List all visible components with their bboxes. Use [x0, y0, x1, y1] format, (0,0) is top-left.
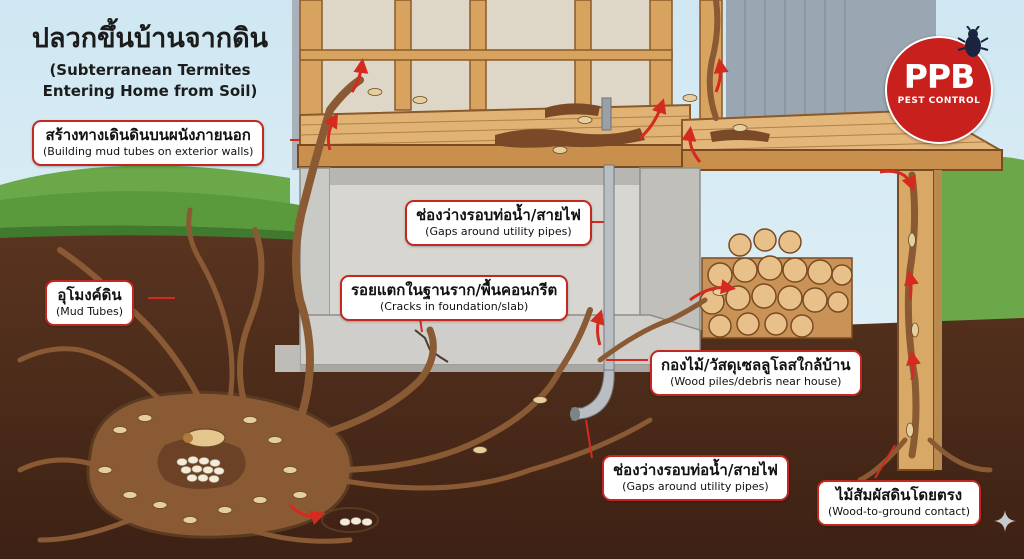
callout-english: (Wood piles/debris near house) [670, 375, 842, 388]
title-english-line1: (Subterranean Termites [49, 61, 251, 79]
callout-utility-gaps-top: ช่องว่างรอบท่อน้ำ/สายไฟ (Gaps around uti… [405, 200, 592, 246]
callout-cracks: รอยแตกในฐานราก/พื้นคอนกรีต (Cracks in fo… [340, 275, 569, 321]
callout-english: (Cracks in foundation/slab) [379, 300, 529, 313]
callout-mud-tubes: อุโมงค์ดิน (Mud Tubes) [45, 280, 135, 326]
utility-pipe [570, 97, 615, 421]
callout-english: (Mud Tubes) [56, 305, 124, 318]
logo-name: PPB [903, 57, 976, 96]
hill-right [930, 156, 1024, 330]
callout-english: (Building mud tubes on exterior walls) [43, 145, 254, 158]
sparkle-icon [994, 510, 1016, 532]
callout-english: (Gaps around utility pipes) [622, 480, 769, 493]
page-title: ปลวกขึ้นบ้านจากดิน (Subterranean Termite… [10, 22, 290, 102]
entry-arrows [288, 58, 921, 525]
callout-thai: รอยแตกในฐานราก/พื้นคอนกรีต [351, 281, 558, 299]
concrete-slab [299, 314, 701, 366]
callout-utility-gaps-bottom: ช่องว่างรอบท่อน้ำ/สายไฟ (Gaps around uti… [602, 455, 789, 501]
callout-english: (Wood-to-ground contact) [828, 505, 971, 518]
wood-pile [699, 228, 853, 339]
callout-wood-ground: ไม้สัมผัสดินโดยตรง (Wood-to-ground conta… [817, 480, 982, 526]
callout-mud-tubes-walls: สร้างทางเดินดินบนผนังภายนอก (Building mu… [32, 120, 265, 166]
callout-thai: ช่องว่างรอบท่อน้ำ/สายไฟ [613, 461, 778, 479]
callout-thai: อุโมงค์ดิน [57, 286, 122, 304]
callout-wood-piles: กองไม้/วัสดุเซลลูโลสใกล้บ้าน (Wood piles… [650, 350, 862, 396]
callout-thai: กองไม้/วัสดุเซลลูโลสใกล้บ้าน [661, 356, 851, 374]
termite-eggs [176, 456, 373, 526]
termite-bug-icon [957, 26, 989, 57]
callout-thai: ช่องว่างรอบท่อน้ำ/สายไฟ [416, 206, 581, 224]
callout-english: (Gaps around utility pipes) [425, 225, 572, 238]
ppb-logo: PPB PEST CONTROL [885, 36, 993, 144]
termites [97, 88, 919, 524]
callout-thai: สร้างทางเดินดินบนผนังภายนอก [45, 126, 251, 144]
logo-subtitle: PEST CONTROL [897, 96, 981, 106]
title-english-line2: Entering Home from Soil) [42, 82, 258, 100]
mud-tubes-network [17, 0, 993, 544]
title-thai: ปลวกขึ้นบ้านจากดิน [31, 23, 269, 54]
callout-thai: ไม้สัมผัสดินโดยตรง [835, 486, 963, 504]
